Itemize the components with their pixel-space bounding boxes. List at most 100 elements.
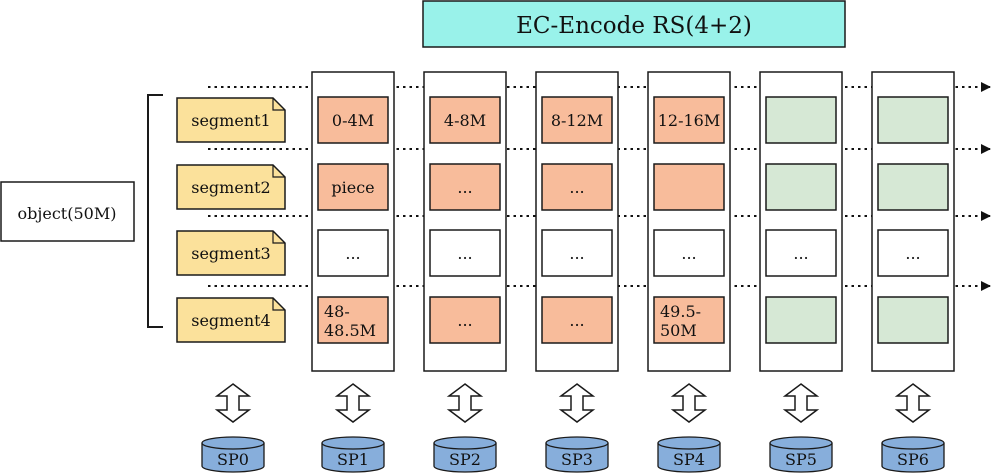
double-arrow-icon [670, 383, 708, 423]
piece-empty [317, 229, 389, 277]
double-arrow-icon [894, 383, 932, 423]
piece-label: 0-4M [332, 111, 374, 130]
segment-fold [272, 231, 285, 244]
disk-label: SP1 [337, 450, 369, 469]
disk-icon [881, 443, 945, 473]
piece-empty [541, 229, 613, 277]
piece-label: piece [331, 178, 374, 197]
piece-empty [877, 229, 949, 277]
disk-icon [545, 443, 609, 473]
piece-data [317, 96, 389, 144]
segment-fold [272, 98, 285, 111]
piece-empty [429, 229, 501, 277]
segment-label: segment2 [191, 178, 270, 197]
disk-sp2: SP2 [433, 436, 497, 473]
piece-label: 4-8M [444, 111, 486, 130]
disk-label: SP3 [561, 450, 593, 469]
disk-top [201, 436, 265, 450]
disk-top [433, 436, 497, 450]
disk-icon [657, 443, 721, 473]
piece-data [653, 96, 725, 144]
piece-label: ... [457, 244, 472, 263]
column-sp4: 12-16M... 49.5-50M [647, 71, 731, 372]
disk-label: SP0 [217, 450, 249, 469]
piece-empty [765, 229, 837, 277]
segment-label: segment4 [191, 311, 270, 330]
disk-top [321, 436, 385, 450]
piece-label: ... [569, 178, 584, 197]
piece-data [429, 296, 501, 344]
disk-top [545, 436, 609, 450]
piece-parity [877, 96, 949, 144]
piece-data [653, 163, 725, 211]
column-sp2: 4-8M......... [423, 71, 507, 372]
disk-sp5: SP5 [769, 436, 833, 473]
piece-label: 48- [324, 302, 350, 321]
piece-label: ... [569, 311, 584, 330]
double-arrow-icon [214, 383, 252, 423]
piece-data [541, 296, 613, 344]
disk-icon [433, 443, 497, 473]
disk-sp4: SP4 [657, 436, 721, 473]
segment-2: segment2 [176, 164, 286, 210]
piece-data [541, 163, 613, 211]
piece-data [429, 96, 501, 144]
object-label: object(50M) [18, 204, 117, 223]
disk-icon [201, 443, 265, 473]
column-sp5: ... [759, 71, 843, 372]
piece-label: 48.5M [324, 321, 376, 340]
disk-sp1: SP1 [321, 436, 385, 473]
piece-data [541, 96, 613, 144]
title-box: EC-Encode RS(4+2) [422, 0, 846, 48]
piece-parity [765, 296, 837, 344]
segment-fold [272, 165, 285, 178]
disk-label: SP2 [449, 450, 481, 469]
piece-data [317, 296, 389, 344]
piece-label: ... [457, 311, 472, 330]
piece-label: ... [345, 244, 360, 263]
segment-1: segment1 [176, 97, 286, 143]
disk-top [657, 436, 721, 450]
column-sp1: 0-4M piece... 48-48.5M [311, 71, 395, 372]
object-box: object(50M) [0, 181, 135, 242]
segment-4: segment4 [176, 297, 286, 343]
disk-icon [321, 443, 385, 473]
segment-3: segment3 [176, 230, 286, 276]
piece-label: ... [457, 178, 472, 197]
piece-parity [877, 296, 949, 344]
title-label: EC-Encode RS(4+2) [516, 13, 752, 39]
double-arrow-icon [334, 383, 372, 423]
piece-parity [877, 163, 949, 211]
double-arrow-icon [558, 383, 596, 423]
piece-label: ... [681, 244, 696, 263]
disk-sp3: SP3 [545, 436, 609, 473]
piece-label: 50M [660, 321, 697, 340]
column-sp3: 8-12M......... [535, 71, 619, 372]
double-arrow-icon [782, 383, 820, 423]
segment-shape [176, 230, 286, 276]
piece-label: ... [793, 244, 808, 263]
segment-fold [272, 298, 285, 311]
disk-top [769, 436, 833, 450]
column-sp6: ... [871, 71, 955, 372]
segment-shape [176, 297, 286, 343]
segment-bracket [147, 94, 163, 328]
disk-sp0: SP0 [201, 436, 265, 473]
segment-shape [176, 97, 286, 143]
piece-label: ... [905, 244, 920, 263]
disk-label: SP5 [785, 450, 817, 469]
disk-sp6: SP6 [881, 436, 945, 473]
segment-label: segment1 [191, 111, 270, 130]
double-arrow-icon [446, 383, 484, 423]
piece-data [317, 163, 389, 211]
piece-label: 49.5- [660, 302, 701, 321]
disk-label: SP6 [897, 450, 929, 469]
piece-label: 12-16M [658, 111, 721, 130]
disk-icon [769, 443, 833, 473]
piece-parity [765, 163, 837, 211]
piece-data [429, 163, 501, 211]
piece-label: ... [569, 244, 584, 263]
segment-shape [176, 164, 286, 210]
piece-label: 8-12M [551, 111, 603, 130]
